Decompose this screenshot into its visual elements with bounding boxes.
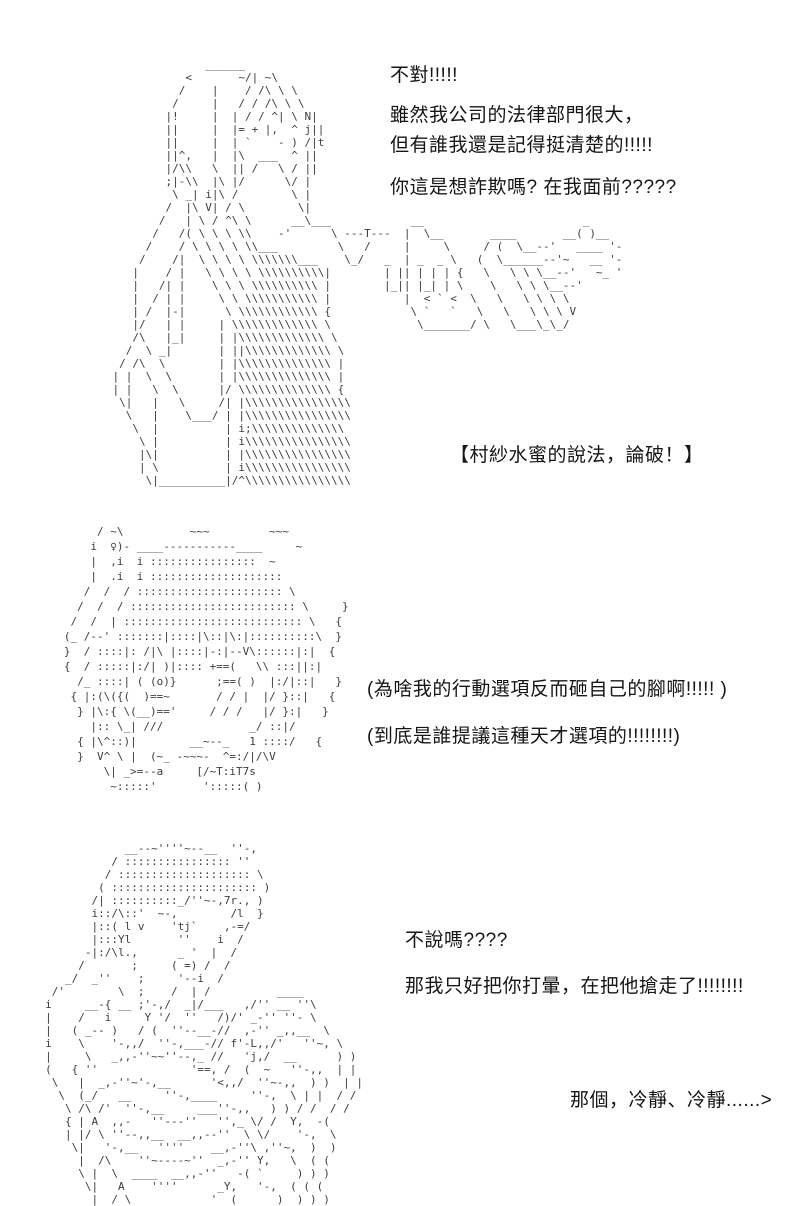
- ascii-art-flustered-girl: / ~\ ~~~ ~~~ i ♀)- ____-----------____ ~…: [63, 525, 349, 793]
- ascii-art-muscular-man: __--~''''~--__ ''-, / :::::::::::::::: '…: [45, 842, 363, 1206]
- dialogue-line: 雖然我公司的法律部門很大，: [390, 105, 644, 126]
- dialogue-line: 不說嗎????: [405, 930, 508, 951]
- dialogue-line: 不對!!!!!: [390, 65, 458, 86]
- panel1-caption: 【村紗水蜜的說法，論破！】: [450, 445, 704, 466]
- dialogue-line: 那我只好把你打暈，在把他搶走了!!!!!!!!: [405, 976, 744, 997]
- dialogue-line: 你這是想詐欺嗎? 在我面前?????: [390, 177, 677, 198]
- aside-text: 那個，冷靜、冷靜......>: [570, 1090, 773, 1111]
- ascii-art-pointing-character: ______ < ~/| ~\ / | / /\ \ \ / | / / /\ …: [112, 58, 623, 487]
- dialogue-line: (到底是誰提議這種天才選項的!!!!!!!!): [367, 726, 681, 747]
- dialogue-line: (為啥我的行動選項反而砸自己的腳啊!!!!! ): [367, 679, 728, 700]
- dialogue-line: 但有誰我還是記得挺清楚的!!!!!: [390, 135, 653, 156]
